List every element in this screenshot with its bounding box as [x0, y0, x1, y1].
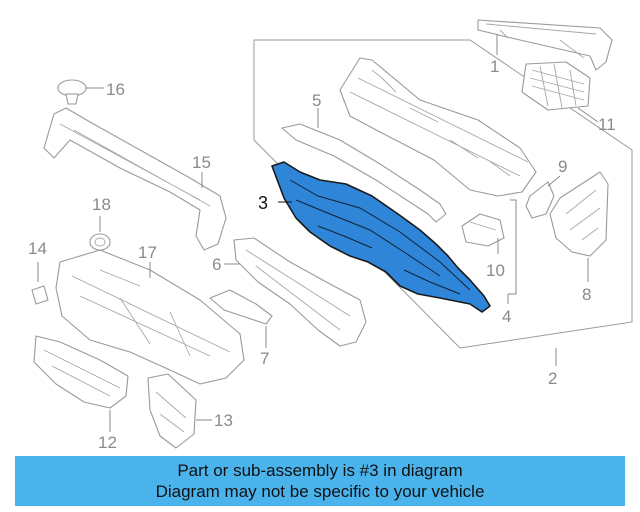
callout-11: 11: [598, 115, 616, 134]
callout-10: 10: [486, 261, 505, 280]
callout-9: 9: [558, 157, 567, 176]
part-13-lower-bracket: [147, 373, 212, 449]
part-18-grommet: [89, 216, 111, 251]
part-9-bracket: [525, 175, 561, 219]
part-6-panel: [224, 237, 367, 347]
part-14-plug: [31, 262, 49, 305]
callout-6: 6: [212, 255, 221, 274]
callout-15: 15: [192, 153, 211, 172]
callout-1: 1: [490, 57, 499, 76]
callout-5: 5: [312, 91, 321, 110]
part-5-lower-bar: [281, 108, 447, 223]
callout-14: 14: [28, 239, 47, 258]
assembly-frame: [253, 39, 633, 349]
info-banner: Part or sub-assembly is #3 in diagram Di…: [15, 456, 625, 506]
part-7-small-bracket: [209, 289, 273, 348]
part-12-lower-panel: [33, 335, 129, 432]
banner-line-2: Diagram may not be specific to your vehi…: [155, 482, 485, 501]
part-3-dash-panel-highlighted: [271, 161, 491, 313]
parts-diagram: 1 2 3 4 5 6 7 8 9 10 11 12 13 14 15 16 1…: [28, 19, 633, 452]
callout-13: 13: [214, 411, 233, 430]
part-5-cowl-panel: [339, 57, 537, 197]
part-16-clip: [57, 79, 104, 105]
callout-17: 17: [138, 243, 157, 262]
callout-4: 4: [502, 307, 511, 326]
callout-18: 18: [92, 195, 111, 214]
callout-3: 3: [258, 193, 268, 213]
part-15-long-bracket: [43, 107, 227, 251]
callout-2: 2: [548, 369, 557, 388]
callout-7: 7: [260, 349, 269, 368]
banner-line-1: Part or sub-assembly is #3 in diagram: [177, 461, 463, 480]
part-11-grille: [521, 61, 599, 123]
part-8-side-bracket: [549, 171, 609, 282]
callout-12: 12: [98, 433, 117, 452]
callout-16: 16: [106, 80, 125, 99]
part-10-mount: [461, 199, 517, 304]
callout-8: 8: [582, 285, 591, 304]
part-1-upper-rail: [477, 19, 613, 71]
part-17-insulator: [55, 249, 245, 385]
